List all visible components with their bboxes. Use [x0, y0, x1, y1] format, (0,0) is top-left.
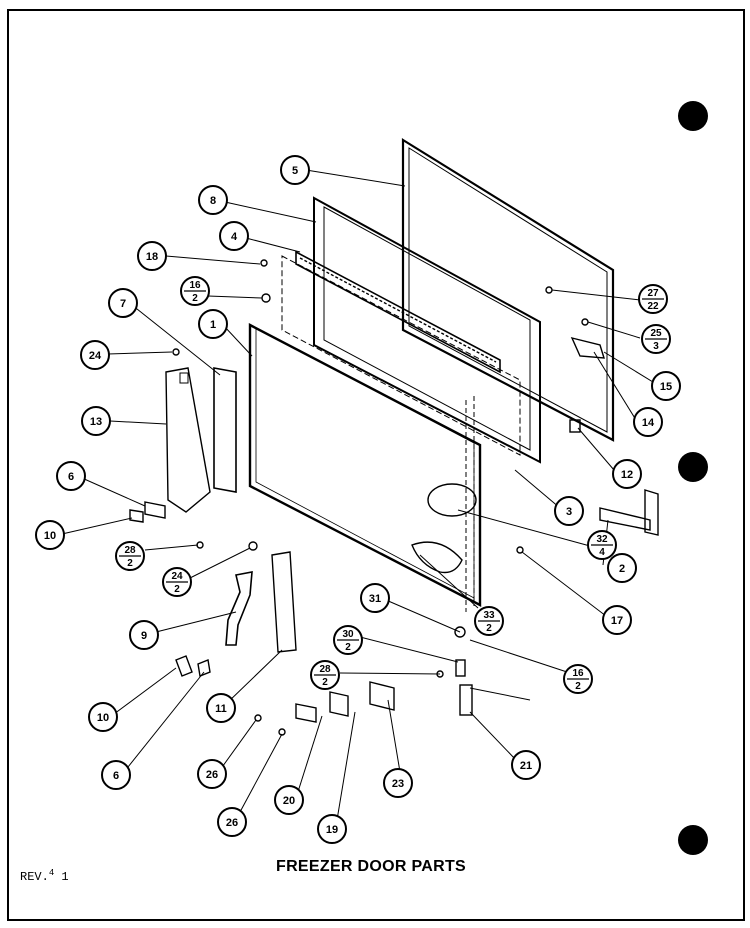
callout-5: 5: [280, 155, 310, 185]
callout-2: 2: [607, 553, 637, 583]
exploded-parts-drawing: [61, 138, 659, 827]
svg-text:27: 27: [647, 288, 659, 299]
svg-text:26: 26: [206, 769, 218, 781]
callout-20: 20: [274, 785, 304, 815]
callout-26-upper: 26: [197, 759, 227, 789]
revision-label: REV.4 1: [20, 868, 69, 884]
callout-7: 7: [108, 288, 138, 318]
svg-text:31: 31: [369, 593, 381, 605]
svg-text:4: 4: [599, 547, 605, 558]
svg-text:7: 7: [120, 298, 126, 310]
svg-text:16: 16: [189, 280, 201, 291]
callout-3: 3: [554, 496, 584, 526]
callout-25-3: 253: [641, 324, 671, 354]
binder-hole-bottom: [678, 825, 708, 855]
svg-text:8: 8: [210, 195, 216, 207]
revision-prefix: REV.: [20, 870, 49, 884]
revision-number: 1: [61, 870, 69, 884]
svg-text:28: 28: [124, 545, 136, 556]
svg-text:18: 18: [146, 251, 158, 263]
svg-text:32: 32: [596, 534, 608, 545]
svg-text:2: 2: [619, 563, 625, 575]
callout-12: 12: [612, 459, 642, 489]
callout-4: 4: [219, 221, 249, 251]
svg-text:9: 9: [141, 630, 147, 642]
callout-24-2: 242: [162, 567, 192, 597]
callout-23: 23: [383, 768, 413, 798]
binder-hole-top: [678, 101, 708, 131]
revision-superscript: 4: [48, 868, 55, 878]
binder-hole-middle: [678, 452, 708, 482]
svg-text:3: 3: [653, 341, 659, 352]
callout-18: 18: [137, 241, 167, 271]
svg-text:25: 25: [650, 328, 662, 339]
svg-text:5: 5: [292, 165, 298, 177]
svg-text:2: 2: [322, 677, 328, 688]
svg-text:10: 10: [97, 712, 109, 724]
callout-16-2-lower: 162: [563, 664, 593, 694]
callout-1: 1: [198, 309, 228, 339]
callout-26-lower: 26: [217, 807, 247, 837]
svg-text:2: 2: [575, 681, 581, 692]
callout-10-upper: 10: [35, 520, 65, 550]
svg-text:2: 2: [486, 623, 492, 634]
callout-19: 19: [317, 814, 347, 844]
callout-28-2-upper: 282: [115, 541, 145, 571]
svg-text:11: 11: [215, 703, 227, 715]
callout-33-2: 332: [474, 606, 504, 636]
callout-21: 21: [511, 750, 541, 780]
svg-text:1: 1: [210, 319, 216, 331]
callout-15: 15: [651, 371, 681, 401]
svg-text:17: 17: [611, 615, 623, 627]
svg-text:10: 10: [44, 530, 56, 542]
callout-16-2-upper: 162: [180, 276, 210, 306]
callout-6-lower: 6: [101, 760, 131, 790]
page-border: [7, 9, 745, 921]
callout-11: 11: [206, 693, 236, 723]
svg-text:20: 20: [283, 795, 295, 807]
callout-14: 14: [633, 407, 663, 437]
callout-6-upper: 6: [56, 461, 86, 491]
svg-text:14: 14: [642, 417, 655, 429]
svg-text:21: 21: [520, 760, 532, 772]
callout-10-lower: 10: [88, 702, 118, 732]
svg-text:33: 33: [483, 610, 495, 621]
callout-8: 8: [198, 185, 228, 215]
svg-text:24: 24: [89, 350, 102, 362]
svg-text:2: 2: [192, 293, 198, 304]
callout-28-2-lower: 282: [310, 660, 340, 690]
svg-text:6: 6: [68, 471, 74, 483]
callout-32-4: 324: [587, 530, 617, 560]
svg-text:2: 2: [345, 642, 351, 653]
diagram-title: FREEZER DOOR PARTS: [276, 858, 467, 875]
svg-text:16: 16: [572, 668, 584, 679]
svg-text:23: 23: [392, 778, 404, 790]
callout-24: 24: [80, 340, 110, 370]
svg-text:2: 2: [127, 558, 133, 569]
svg-text:24: 24: [171, 571, 183, 582]
svg-text:3: 3: [566, 506, 572, 518]
svg-text:6: 6: [113, 770, 119, 782]
svg-text:28: 28: [319, 664, 331, 675]
svg-text:26: 26: [226, 817, 238, 829]
svg-text:19: 19: [326, 824, 338, 836]
callout-17: 17: [602, 605, 632, 635]
callout-30-2: 302: [333, 625, 363, 655]
svg-text:13: 13: [90, 416, 102, 428]
svg-text:2: 2: [174, 584, 180, 595]
svg-text:22: 22: [647, 301, 659, 312]
svg-text:12: 12: [621, 469, 633, 481]
callout-31: 31: [360, 583, 390, 613]
svg-text:30: 30: [342, 629, 354, 640]
callout-9: 9: [129, 620, 159, 650]
svg-text:4: 4: [231, 231, 238, 243]
callout-13: 13: [81, 406, 111, 436]
svg-text:15: 15: [660, 381, 672, 393]
